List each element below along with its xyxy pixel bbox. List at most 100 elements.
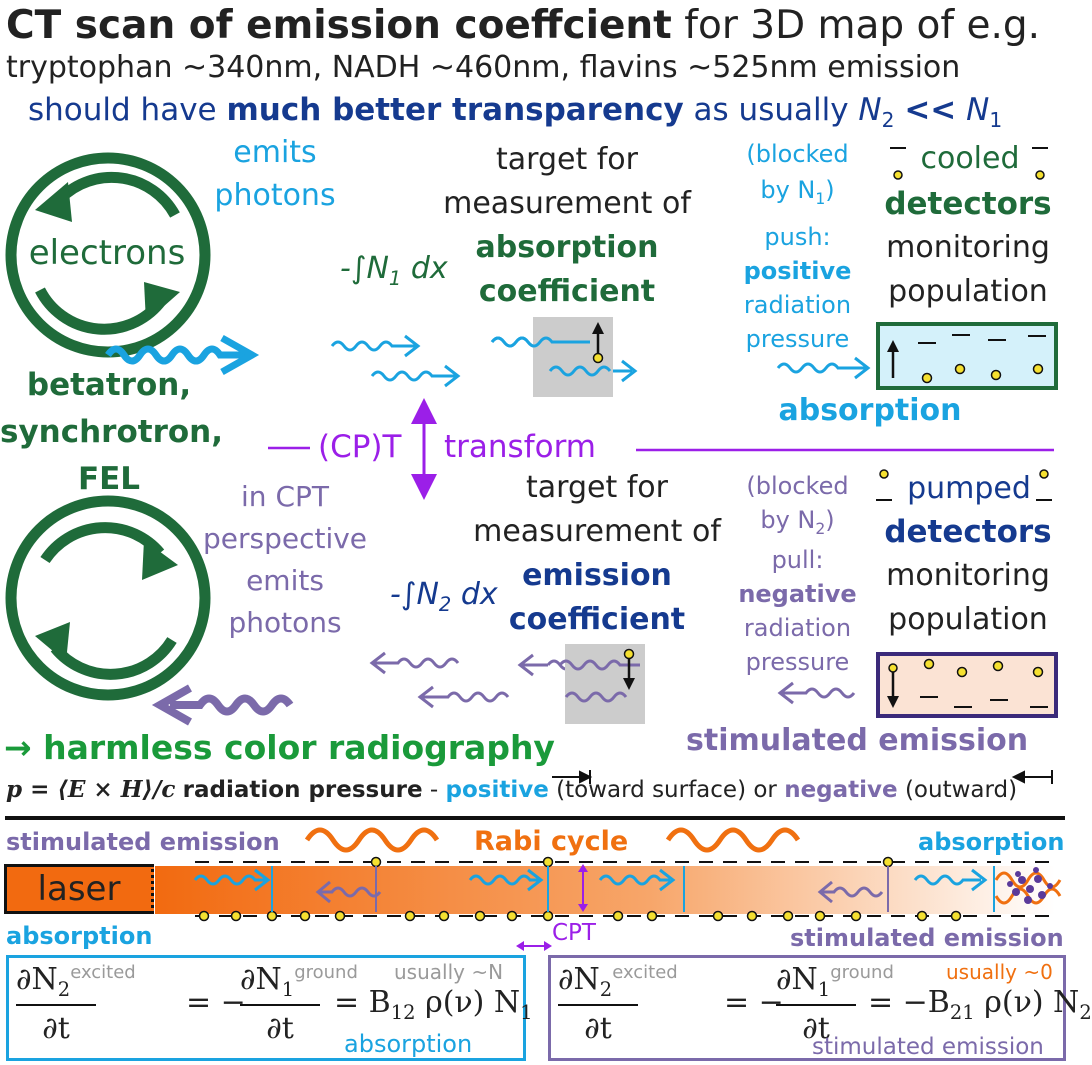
eq-left-mid-num: ∂N1ground bbox=[240, 964, 358, 1000]
pumped-detector-box bbox=[876, 652, 1058, 718]
integral-n2-main: -∫N bbox=[390, 577, 439, 612]
eq-right-rhs: = −B21 ρ(ν) N2 bbox=[868, 988, 1092, 1023]
title: CT scan of emission coeffcient for 3D ma… bbox=[6, 6, 1040, 45]
ground-state-dots bbox=[198, 910, 962, 922]
eq-right-mid-sub: 1 bbox=[817, 978, 831, 1001]
cpt-small-label: CPT bbox=[552, 920, 596, 946]
integral-n1-main: -∫N bbox=[340, 251, 389, 286]
eq-left-note: usually ~N bbox=[394, 960, 504, 984]
absorption-target bbox=[490, 317, 613, 397]
negative-label: negative bbox=[738, 580, 857, 608]
eq-left-lhs-sub: 2 bbox=[57, 978, 71, 1001]
eq-right-rhs-rest: ρ(ν) N bbox=[984, 985, 1080, 1020]
eq-right-lhs-num-main: ∂N bbox=[558, 962, 600, 997]
cpt-transform-label: (CP)T bbox=[318, 429, 402, 465]
eq-right-lhs-sup: excited bbox=[612, 962, 678, 983]
eq-left-mid-num-main: ∂N bbox=[240, 962, 282, 997]
push-label: push: bbox=[764, 223, 831, 251]
absorption-word: absorption bbox=[475, 230, 659, 265]
line3-a: should have bbox=[28, 92, 217, 128]
perspective-label: perspective bbox=[202, 522, 368, 555]
fel-label: FEL bbox=[77, 461, 141, 497]
laser-label: laser bbox=[37, 869, 121, 909]
pressure-label-top: pressure bbox=[745, 325, 850, 353]
integral-n1-sub: 1 bbox=[388, 267, 402, 290]
subtitle-line: tryptophan ~340nm, NADH ~460nm, flavins … bbox=[6, 50, 961, 85]
line3-sub1: 1 bbox=[989, 108, 1003, 133]
pressure-toward: (toward surface) or bbox=[556, 777, 777, 803]
diagram-canvas: CT scan of emission coeffcient for 3D ma… bbox=[0, 6, 1092, 1061]
blocked-by-n1-main: by N bbox=[760, 176, 816, 204]
line3-n1: N bbox=[966, 92, 990, 128]
measurement-label-top: measurement of bbox=[443, 186, 691, 221]
absorption-right-label: absorption bbox=[918, 828, 1065, 856]
blocked-by-n1: by N1) bbox=[725, 178, 870, 207]
cpt-divider bbox=[268, 398, 1054, 500]
integral-n2-dx: dx bbox=[460, 577, 498, 612]
pull-label: pull: bbox=[771, 546, 824, 574]
eq-left-lhs-num-main: ∂N bbox=[16, 962, 58, 997]
photons-label-top: photons bbox=[214, 178, 336, 213]
cooled-detector-box bbox=[876, 322, 1058, 390]
laser-transitions bbox=[193, 864, 995, 951]
eq-left-lhs-num: ∂N2excited bbox=[16, 964, 136, 1000]
emits-label-top: emits bbox=[233, 135, 317, 170]
integral-n2-sub: 2 bbox=[438, 593, 452, 616]
eq-left-rhs-sub2: 1 bbox=[520, 1001, 533, 1024]
emits-label-bottom: emits bbox=[246, 564, 324, 597]
line3-sub2: 2 bbox=[881, 108, 895, 133]
source-photon-arrow bbox=[105, 334, 260, 376]
positive-label: positive bbox=[743, 257, 852, 285]
emission-word: emission bbox=[522, 558, 672, 593]
population-label-bottom: population bbox=[888, 602, 1048, 637]
pressure-formula-line: p = ⟨E × H⟩/c radiation pressure - posit… bbox=[6, 778, 1017, 802]
eq-left-rhs: = B12 ρ(ν) N1 bbox=[334, 988, 533, 1023]
detectors-label-top: detectors bbox=[884, 186, 1052, 222]
eq-left-mid-sub: 1 bbox=[281, 978, 295, 1001]
target-label-top: target for bbox=[495, 142, 638, 177]
graphics-layer bbox=[5, 147, 1065, 951]
coefficient-word-top: coefficient bbox=[478, 274, 656, 309]
eq-right-minus: = − bbox=[724, 985, 784, 1020]
stim-left-label: stimulated emission bbox=[6, 828, 280, 856]
pressure-direction-arrows bbox=[552, 770, 1053, 784]
monitoring-label-top: monitoring bbox=[886, 230, 1050, 265]
eq-right-fraction-bar-1 bbox=[558, 1004, 638, 1006]
coefficient-word-bottom: coefficient bbox=[508, 602, 686, 637]
electrons-label: electrons bbox=[28, 233, 186, 273]
absorption-label-box: absorption bbox=[778, 393, 962, 428]
transparency-line: should have much better transparency as … bbox=[28, 92, 1003, 133]
blocked-by-n2-sub: 2 bbox=[815, 519, 826, 538]
eq-right-den-2: ∂t bbox=[802, 1011, 830, 1046]
target-label-bottom: target for bbox=[525, 470, 668, 505]
blocked-by-n2-end: ) bbox=[825, 506, 835, 534]
eq-left-rhs-rest: ρ(ν) N bbox=[425, 985, 521, 1020]
eq-right-label: stimulated emission bbox=[812, 1034, 1044, 1060]
radiation-label-top: radiation bbox=[743, 291, 852, 319]
eq-left-fraction-bar-2 bbox=[240, 1004, 320, 1006]
eq-left-rhs-sub: 12 bbox=[390, 1001, 416, 1024]
eq-right-note: usually ~0 bbox=[946, 960, 1053, 984]
in-cpt-label: in CPT bbox=[241, 480, 329, 513]
radiation-label-bottom: radiation bbox=[743, 614, 852, 642]
line3-ll: << bbox=[904, 92, 957, 128]
title-bold: CT scan of emission coeffcient bbox=[6, 3, 672, 48]
rabi-cycle-label: Rabi cycle bbox=[474, 826, 629, 857]
eq-right-fraction-bar-2 bbox=[776, 1004, 856, 1006]
eq-right-mid-sup: ground bbox=[830, 962, 894, 983]
electron-ring-bottom bbox=[5, 495, 211, 701]
pressure-outward: (outward) bbox=[904, 777, 1018, 803]
pressure-negative: negative bbox=[784, 777, 898, 803]
eq-right-mid-num: ∂N1ground bbox=[776, 964, 894, 1000]
eq-left-label: absorption bbox=[344, 1030, 473, 1058]
laser-box bbox=[4, 864, 154, 914]
eq-right-den-1: ∂t bbox=[584, 1011, 612, 1046]
transform-label: transform bbox=[444, 429, 596, 465]
pumped-label: pumped bbox=[907, 471, 1031, 506]
integral-n2: -∫N2 dx bbox=[390, 580, 498, 615]
cooled-level-icons bbox=[890, 147, 1048, 180]
eq-right-lhs-sub: 2 bbox=[599, 978, 613, 1001]
line3-n2: N bbox=[858, 92, 882, 128]
blocked-by-n1-end: ) bbox=[825, 176, 835, 204]
absorber-cluster bbox=[994, 867, 1062, 905]
